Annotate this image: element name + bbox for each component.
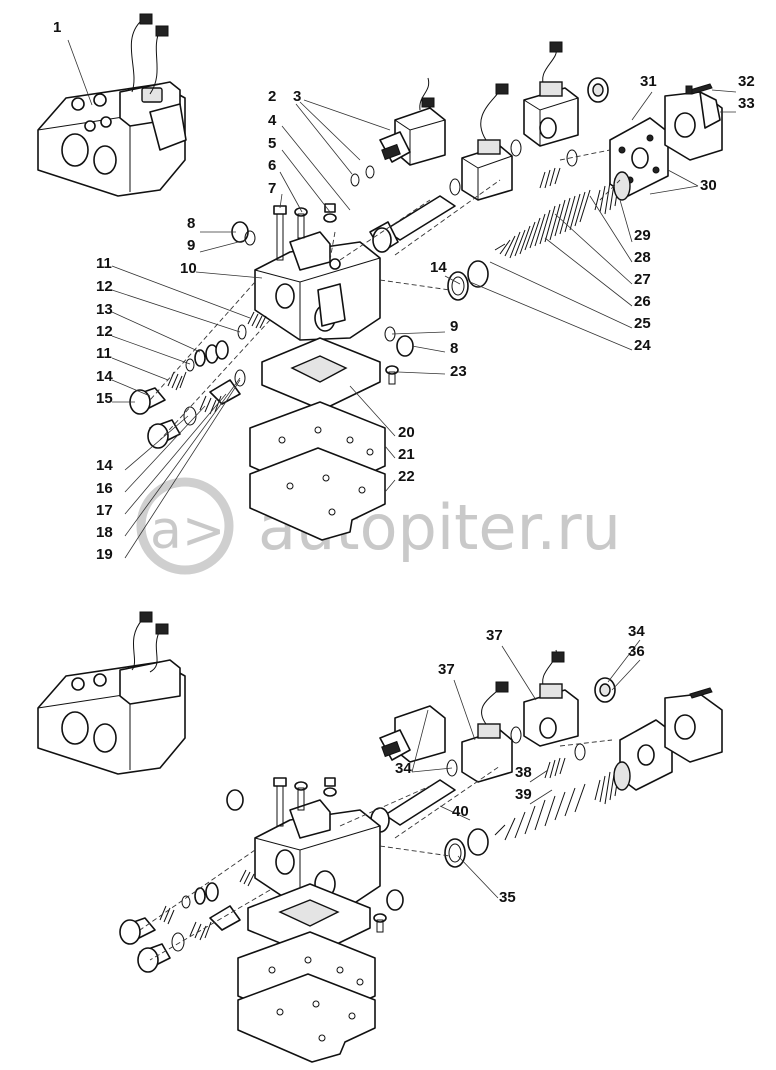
spring-short [539,167,561,189]
assembled-valve-block [37,13,187,197]
callout-label-18: 18 [96,524,113,541]
top-assembly [37,13,737,559]
callout-label-29: 29 [634,227,651,244]
spool-rod [369,195,456,253]
callout-label-35: 35 [499,889,516,906]
callout-label-39: 39 [515,786,532,803]
callout-label-36: 36 [628,643,645,660]
solenoid-coil-lower-c [523,649,579,747]
callout-label-37: 37 [486,627,503,644]
callout-label-27: 27 [634,271,651,288]
callout-label-33: 33 [738,95,755,112]
gasket-20 [261,337,381,411]
callout-label-16: 16 [96,480,113,497]
cover-bolt [685,83,713,95]
end-cover-lower [664,687,723,763]
adjust-nut [587,77,609,103]
callout-label-4: 4 [268,112,277,129]
callout-label-3: 3 [293,88,301,105]
plug-8-9-right [384,326,414,357]
bottom-assembly [37,611,723,1063]
bolt-7 [273,205,287,261]
callout-label-11: 11 [96,345,112,362]
valve-body [254,231,381,341]
solenoid-coil-b [461,83,513,201]
callout-label-40: 40 [452,803,469,820]
spring-small-lower [544,757,631,805]
watermark-logo-ring [136,477,234,575]
callout-label-21: 21 [398,446,415,463]
callout-label-8: 8 [187,215,195,232]
callout-label-14: 14 [96,368,113,385]
solenoid-coil-lower-b [461,681,513,783]
o-rings-top [350,139,578,301]
plug-5 [323,203,337,223]
leader-lines-bottom [411,639,641,899]
callout-label-15: 15 [96,390,113,407]
o-rings-lower [444,726,586,868]
callout-label-7: 7 [268,180,276,197]
callout-label-34: 34 [395,760,412,777]
callout-label-17: 17 [96,502,113,519]
bolt-6 [294,207,308,239]
callout-label-1: 1 [53,19,61,36]
callout-label-34: 34 [628,623,645,640]
assembly-lines-bottom [139,739,613,961]
spring-stack-lower [494,783,586,841]
adjust-nut-lower [594,677,616,703]
solenoid-coil-lower-a [379,705,446,763]
left-small-parts [129,311,267,449]
callout-label-32: 32 [738,73,755,90]
callout-label-9: 9 [187,237,195,254]
gasket-lower [247,883,371,957]
callout-label-6: 6 [268,157,276,174]
end-cover [664,91,723,161]
callout-label-12: 12 [96,323,113,340]
assembly-lines-top [149,149,621,441]
valve-body-lower [254,799,381,909]
screw-23 [385,365,399,385]
bolts-lower [226,777,404,933]
callout-label-25: 25 [634,315,651,332]
callout-labels-bottom: 37 34 36 37 34 38 39 40 35 [395,623,645,906]
callout-label-8: 8 [450,340,458,357]
leader-lines-top [67,39,737,559]
callout-label-38: 38 [515,764,532,781]
callout-label-14: 14 [430,259,447,276]
callout-label-23: 23 [450,363,467,380]
callout-label-31: 31 [640,73,657,90]
callout-label-13: 13 [96,301,113,318]
callout-label-10: 10 [180,260,197,277]
callout-label-24: 24 [634,337,651,354]
spring-stack [494,189,591,259]
watermark-logo-glyph: a> [150,501,225,561]
callout-label-20: 20 [398,424,415,441]
callout-label-11: 11 [96,255,112,272]
callout-label-5: 5 [268,135,276,152]
plate-22 [249,447,386,541]
callout-label-37: 37 [438,661,455,678]
plug-8-9-left [231,221,256,246]
callout-label-28: 28 [634,249,651,266]
callout-label-14: 14 [96,457,113,474]
callout-label-19: 19 [96,546,113,563]
plate-lower-b [237,973,376,1063]
callout-label-26: 26 [634,293,651,310]
spring-small [594,171,631,215]
solenoid-coil-c [523,41,579,147]
solenoid-coil-a [379,77,446,166]
callout-label-12: 12 [96,278,113,295]
callout-label-2: 2 [268,88,276,105]
callout-label-9: 9 [450,318,458,335]
assembled-valve-block-lower [37,611,186,775]
callout-label-30: 30 [700,177,717,194]
callout-label-22: 22 [398,468,415,485]
left-small-parts-lower [119,869,255,973]
